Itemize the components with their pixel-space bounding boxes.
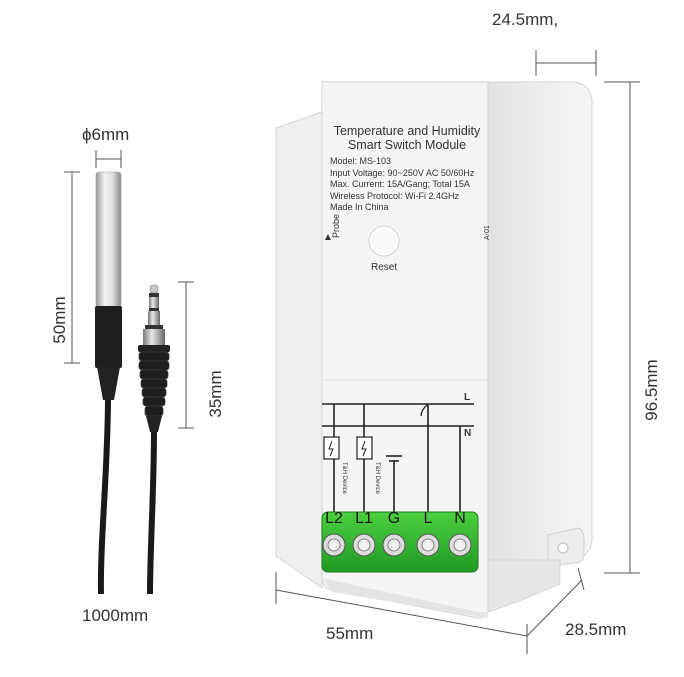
height-dimension: 96.5mm bbox=[642, 359, 661, 421]
device-label-2: T&H Device bbox=[374, 462, 380, 495]
diameter-dimension: ϕ6mm bbox=[82, 125, 130, 144]
plug-length-dimension: 35mm bbox=[206, 370, 225, 418]
spec-line: Model: MS-103 bbox=[330, 156, 392, 166]
probe-dimension-lines bbox=[64, 150, 194, 429]
ground-symbol bbox=[386, 455, 402, 462]
module-title-line-2: Smart Switch Module bbox=[347, 138, 467, 152]
side-code-label: A-01 bbox=[484, 225, 491, 240]
wiring-diagram bbox=[322, 403, 474, 520]
module-title-line-1: Temperature and Humidity bbox=[333, 124, 481, 138]
terminal-label-g: G bbox=[387, 510, 401, 527]
depth-dimension: 28.5mm bbox=[565, 620, 627, 639]
device-boxes bbox=[323, 436, 373, 460]
spec-line: Made In China bbox=[330, 202, 389, 213]
terminal-label-n: N bbox=[454, 510, 466, 527]
spec-line: Wireless Protocol: Wi-Fi 2.4GHz bbox=[330, 190, 460, 201]
probe-length-dimension: 50mm bbox=[50, 296, 69, 344]
audio-jack-plug bbox=[138, 284, 170, 595]
width-top-dimension: 24.5mm, bbox=[492, 10, 559, 29]
module-dimension-lines bbox=[275, 50, 640, 654]
line-label-l: L bbox=[464, 392, 471, 403]
line-label-n: N bbox=[464, 428, 472, 439]
terminal-screws bbox=[322, 533, 472, 557]
reset-label: Reset bbox=[371, 262, 398, 273]
terminal-block bbox=[321, 511, 479, 573]
width-dimension: 55mm bbox=[326, 624, 374, 643]
terminal-label-l2: L2 bbox=[325, 510, 343, 527]
module-title: Temperature and Humidity Smart Switch Mo… bbox=[324, 124, 490, 152]
terminal-label-l: L bbox=[423, 510, 433, 527]
device-label-1: T&H Device bbox=[341, 462, 347, 495]
spec-line: Max. Current: 15A/Gang; Total 15A bbox=[330, 179, 470, 190]
spec-line: Input Voltage: 90~250V AC 50/60Hz bbox=[330, 167, 475, 178]
terminal-label-l1: L1 bbox=[355, 510, 373, 527]
cable-length-dimension: 1000mm bbox=[82, 606, 149, 625]
probe-label: Probe bbox=[331, 213, 341, 238]
temperature-probe bbox=[95, 171, 122, 595]
